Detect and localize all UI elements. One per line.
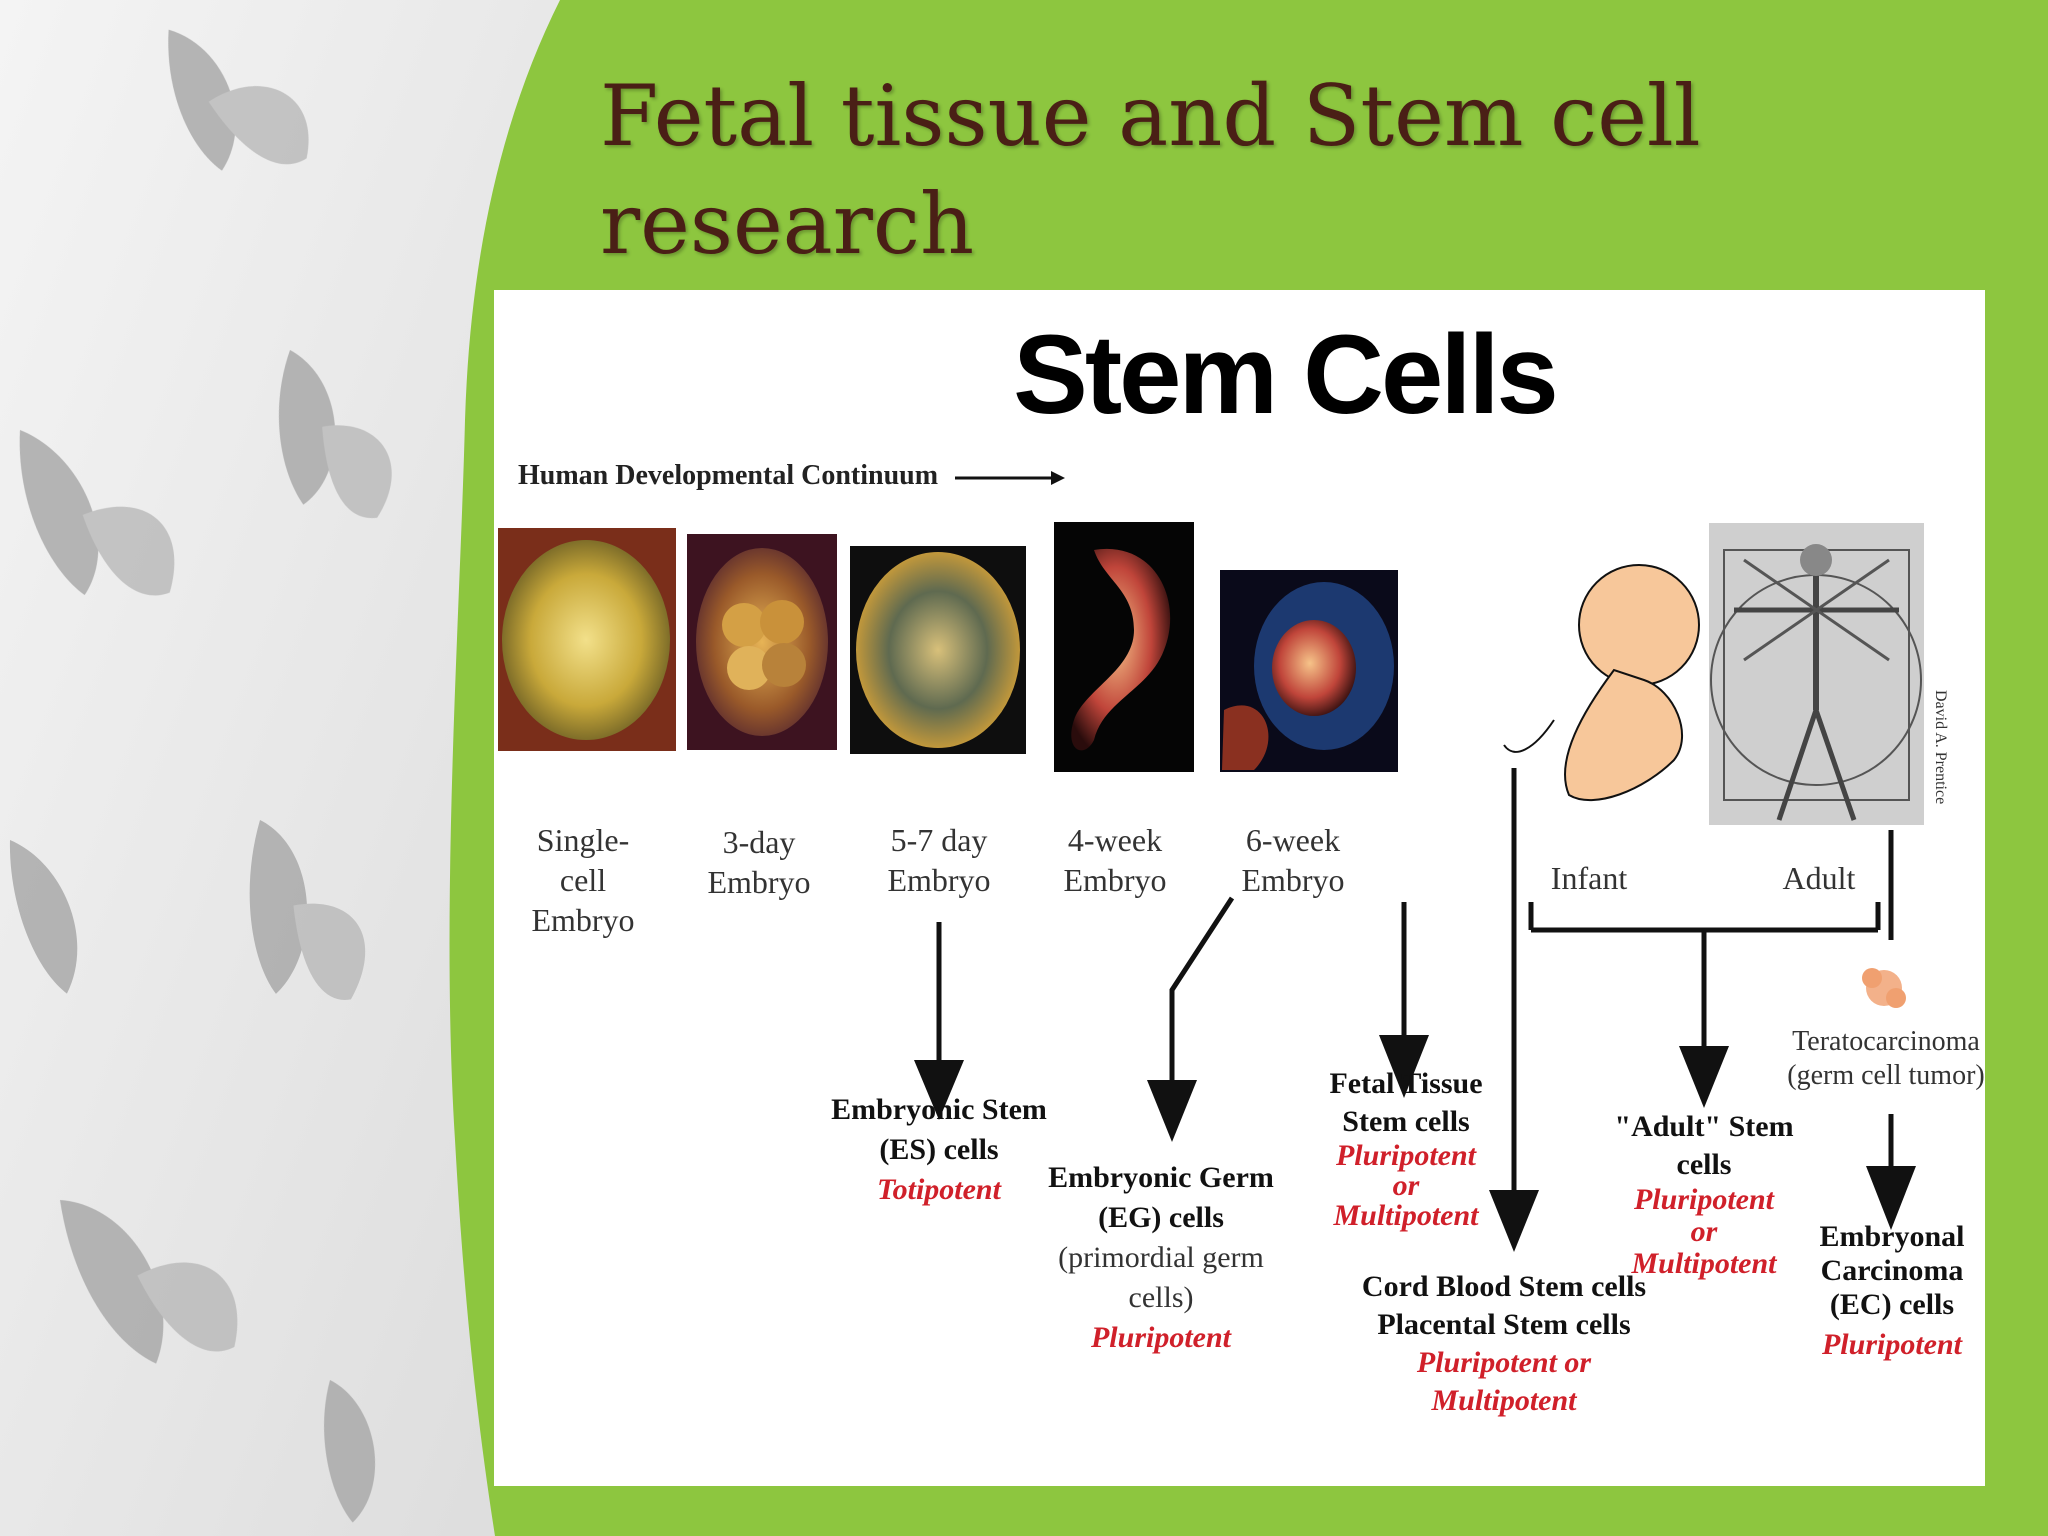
cell-type-ec: Embryonal Carcinoma (EC) cells Pluripote…	[1812, 1220, 1972, 1362]
stage-label-4-week: 4-week Embryo	[1050, 820, 1180, 900]
stage-label-line: 5-7 day	[890, 822, 988, 858]
stage-label-line: Infant	[1550, 860, 1628, 896]
potency-label: Multipotent	[1631, 1247, 1777, 1280]
cell-type-line: Embryonic Germ	[1048, 1161, 1274, 1194]
infant-drawing	[1503, 564, 1700, 802]
arrow-down-icon	[1866, 1166, 1916, 1230]
continuum-label: Human Developmental Continuum	[518, 460, 1066, 492]
teratocarcinoma-label: Teratocarcinoma (germ cell tumor)	[1786, 1025, 1986, 1093]
butterfly-icon	[19, 430, 175, 596]
connector-lines	[936, 768, 1894, 1195]
arrow-down-icon	[1679, 1046, 1729, 1108]
white-curved-panel	[0, 0, 560, 1536]
cell-type-subtitle: (primordial germ cells)	[1058, 1241, 1264, 1314]
butterfly-icon	[60, 1200, 238, 1364]
potency-label: Pluripotent or Multipotent	[1416, 1346, 1592, 1417]
butterfly-decorations	[9, 29, 392, 1523]
stage-label-line: Embryo	[1241, 862, 1345, 898]
potency-label: Pluripotent	[1090, 1321, 1232, 1354]
stage-label-5-7-day: 5-7 day Embryo	[874, 820, 1004, 900]
butterfly-icon	[249, 820, 366, 1000]
vitruvian-man-drawing	[1709, 523, 1924, 825]
stage-label-line: 4-week	[1067, 822, 1163, 858]
arrow-down-icon	[1147, 1080, 1197, 1142]
blastocyst-image	[850, 546, 1026, 754]
arrow-down-icon	[1489, 1190, 1539, 1252]
stage-label-adult: Adult	[1764, 858, 1874, 898]
potency-label: Pluripotent	[1821, 1328, 1963, 1361]
cell-type-line: Cord Blood Stem cells	[1361, 1270, 1647, 1303]
stage-label-line: 6-week	[1245, 822, 1341, 858]
diagram-graphics: David A. Prentice	[498, 522, 1949, 1252]
stage-label-6-week: 6-week Embryo	[1228, 820, 1358, 900]
stage-label-single-cell: Single-cell Embryo	[518, 820, 648, 940]
butterfly-icon	[324, 1380, 375, 1523]
single-cell-embryo-image	[498, 528, 676, 751]
potency-label: Multipotent	[1333, 1199, 1479, 1232]
stage-label-line: Adult	[1782, 860, 1856, 896]
cell-type-es: Embryonic Stem (ES) cells Totipotent	[824, 1090, 1054, 1210]
stage-label-3-day: 3-day Embryo	[694, 822, 824, 902]
cell-type-adult: "Adult" Stem cells Pluripotent or Multip…	[1584, 1108, 1824, 1280]
cell-type-line: (ES) cells	[879, 1133, 999, 1166]
potency-label: Totipotent	[877, 1173, 1001, 1206]
stage-label-line: Embryo	[707, 864, 811, 900]
arrow-down-icon	[914, 1060, 964, 1120]
teratocarcinoma-line: (germ cell tumor)	[1787, 1060, 1985, 1091]
cell-type-line: Fetal Tissue	[1329, 1067, 1483, 1100]
cell-type-line: "Adult" Stem cells	[1614, 1110, 1794, 1181]
cell-type-line: (EG) cells	[1098, 1201, 1224, 1234]
potency-label: or	[1690, 1215, 1718, 1248]
cell-type-eg: Embryonic Germ (EG) cells (primordial ge…	[1036, 1158, 1286, 1358]
cell-type-line: Carcinoma	[1820, 1254, 1964, 1287]
stage-label-line: Single-cell	[536, 822, 630, 898]
butterfly-icon	[278, 350, 392, 519]
stage-label-infant: Infant	[1534, 858, 1644, 898]
four-week-embryo-image	[1054, 522, 1194, 772]
cell-type-cord-blood: Cord Blood Stem cells Placental Stem cel…	[1354, 1268, 1654, 1420]
slide-title: Fetal tissue and Stem cell research	[600, 67, 1701, 273]
cell-type-line: Embryonal	[1819, 1220, 1965, 1253]
stage-label-line: Embryo	[1063, 862, 1167, 898]
cell-type-line: Embryonic Stem	[831, 1093, 1047, 1126]
continuum-text: Human Developmental Continuum	[518, 460, 939, 491]
three-day-embryo-image	[687, 534, 837, 750]
cell-type-line: (EC) cells	[1829, 1288, 1955, 1321]
teratocarcinoma-icon	[1862, 968, 1906, 1008]
credit-text: David A. Prentice	[1932, 690, 1949, 804]
potency-label: Pluripotent	[1335, 1139, 1477, 1172]
cell-type-line: Stem cells	[1342, 1105, 1470, 1138]
cell-type-line: Placental Stem cells	[1377, 1308, 1631, 1341]
arrow-down-icon	[1379, 1035, 1429, 1098]
stage-label-line: Embryo	[531, 902, 635, 938]
stage-label-line: Embryo	[887, 862, 991, 898]
potency-label: Pluripotent	[1633, 1183, 1775, 1216]
teratocarcinoma-line: Teratocarcinoma	[1792, 1026, 1980, 1057]
butterfly-icon	[9, 840, 78, 994]
diagram-heading: Stem Cells	[1013, 312, 1559, 437]
arrow-right-icon	[955, 470, 1066, 485]
cell-type-fetal: Fetal Tissue Stem cells Pluripotent or M…	[1326, 1065, 1486, 1231]
butterfly-icon	[168, 29, 309, 171]
stage-label-line: 3-day	[722, 824, 796, 860]
stem-cells-diagram: Stem Cells Human Developmental Continuum	[494, 290, 1985, 1486]
six-week-embryo-image	[1220, 570, 1398, 772]
arrowheads	[914, 1035, 1916, 1252]
potency-label: or	[1392, 1169, 1420, 1202]
